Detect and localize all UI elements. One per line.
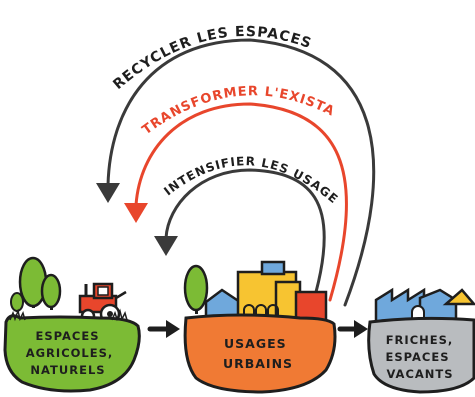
tree-icon [10, 292, 24, 312]
island-urban: USAGES URBAINS [183, 260, 337, 394]
island-natural: ESPACES AGRICOLES, NATURELS [3, 256, 141, 393]
arc-outer-line [106, 38, 376, 307]
arc-inner-line [164, 168, 326, 294]
svg-text:ESPACES AGRICOLES,: ESPACES AGRICOLES, NATURELS [26, 329, 119, 377]
island-natural-line-3: NATURELS [30, 363, 105, 377]
island-natural-ground [3, 314, 141, 393]
svg-text:USAGES URBAINS: USAGES URBAINS [223, 336, 293, 371]
island-natural-line-1: ESPACES [35, 329, 99, 343]
tree-icon [183, 264, 209, 314]
island-vacant-line-1: FRICHES, [386, 333, 454, 347]
island-vacant-line-2: ESPACES [385, 350, 449, 364]
arrow-right-icon [337, 320, 368, 338]
island-vacant-ground [367, 316, 475, 394]
arc-middle-label: TRANSFORMER L'EXISTANT [0, 0, 336, 138]
arc-outer-arrowhead [96, 183, 120, 203]
island-vacant: FRICHES, ESPACES VACANTS [367, 287, 475, 394]
arc-inner-arrowhead [154, 236, 178, 256]
island-vacant-line-3: VACANTS [386, 367, 453, 381]
tree-icon [40, 273, 62, 310]
buildings-icon [204, 260, 328, 324]
island-urban-ground [183, 313, 337, 394]
arrow-right-icon [147, 320, 180, 338]
factory-icon [374, 287, 475, 324]
island-urban-line-2: URBAINS [223, 356, 293, 371]
island-natural-line-2: AGRICOLES, [26, 346, 114, 360]
arc-middle-line [134, 102, 348, 302]
svg-text:TRANSFORMER L'EXISTANT: TRANSFORMER L'EXISTANT [0, 0, 337, 138]
arc-middle-arrowhead [124, 203, 148, 223]
island-urban-line-1: USAGES [224, 336, 287, 351]
svg-text:RECYCLER LES ESPACES: RECYCLER LES ESPACES [110, 24, 314, 93]
arc-outer-label: RECYCLER LES ESPACES [110, 24, 313, 93]
svg-text:FRICHES, ESPACES V: FRICHES, ESPACES VACANTS [385, 333, 458, 381]
